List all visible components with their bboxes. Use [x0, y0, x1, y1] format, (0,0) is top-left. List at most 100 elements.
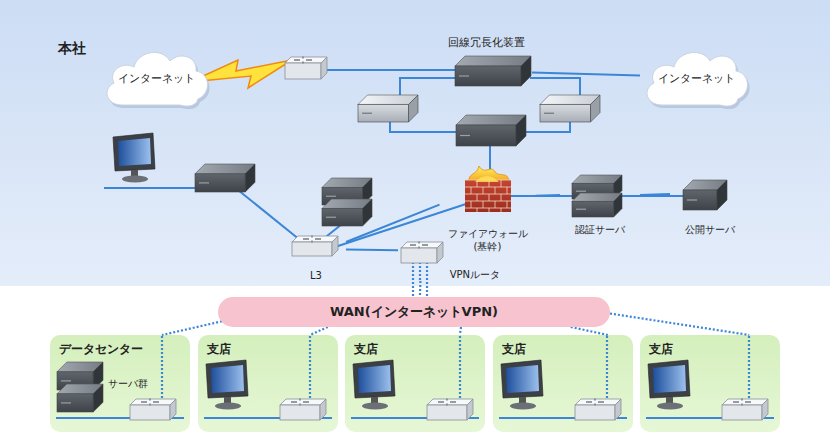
server-box: [516, 115, 526, 146]
pc-monitor: [118, 138, 151, 166]
router-icon: [427, 399, 473, 405]
router-icon: [280, 399, 326, 405]
server-box: [326, 196, 336, 197]
firewall-icon: [475, 176, 499, 182]
router-icon: [437, 242, 443, 263]
firewall-icon: [507, 187, 508, 194]
pc-monitor: [506, 365, 539, 393]
router-icon: [741, 399, 743, 401]
pc-monitor: [206, 360, 248, 398]
server-box: [455, 66, 521, 86]
network-device: [591, 95, 600, 122]
network-device: [362, 113, 372, 114]
router-icon: [153, 401, 159, 403]
router-icon: [575, 399, 621, 421]
server-box: [456, 115, 526, 125]
server-box: [363, 199, 372, 226]
network-node: 支店: [640, 335, 780, 432]
node-label: VPNルータ: [450, 269, 500, 282]
node-label: 支店: [502, 342, 526, 357]
router-icon: [292, 236, 338, 242]
router-icon: [422, 244, 428, 246]
node-label: インターネット: [658, 72, 735, 86]
router-icon: [311, 236, 313, 238]
network-device: [358, 95, 418, 122]
router-icon: [299, 399, 301, 401]
server-box: [614, 193, 622, 217]
pc-monitor: [648, 360, 690, 410]
vpn-line: [426, 262, 428, 298]
server-box: [322, 208, 363, 226]
server-box: [576, 209, 586, 210]
router-icon: [291, 401, 297, 403]
lan-wire: [325, 69, 456, 71]
network-node: L3: [286, 232, 346, 282]
firewall-icon: [465, 187, 511, 188]
pc-monitor: [113, 133, 155, 183]
router-icon: [149, 404, 151, 406]
network-device: [540, 95, 600, 122]
server-box: [326, 217, 336, 218]
router-icon: [733, 401, 739, 403]
router-icon: [418, 247, 420, 249]
pc-monitor: [353, 360, 395, 398]
network-node: 支店: [198, 335, 338, 432]
pc-monitor: [501, 360, 543, 410]
pc-monitor: [215, 403, 241, 410]
router-icon: [594, 404, 596, 406]
router-icon: [594, 399, 596, 401]
router-icon: [401, 242, 443, 248]
site-panel-ground: [493, 335, 633, 432]
firewall-icon: [471, 201, 472, 208]
router-icon: [130, 405, 170, 420]
pc-monitor: [510, 403, 536, 410]
server-box: [93, 384, 103, 412]
router-icon: [280, 399, 326, 421]
network-node: 本社インターネット回線冗長化装置インターネットファイアウォール (基幹)認証サー…: [0, 0, 830, 286]
router-icon: [446, 399, 448, 401]
router-icon: [467, 399, 473, 420]
pc-monitor: [648, 360, 690, 398]
network-node: 公開サーバ: [670, 176, 750, 236]
firewall-icon: [465, 180, 511, 212]
router-icon: [586, 401, 592, 403]
server-box: [195, 164, 255, 192]
pc-monitor: [113, 133, 155, 171]
pc-monitor: [653, 365, 686, 393]
lan-link: [346, 205, 440, 242]
server-box: [572, 193, 622, 217]
router-icon: [321, 57, 327, 79]
router-icon: [302, 62, 304, 64]
firewall-icon: [465, 201, 511, 202]
router-icon: [320, 399, 326, 420]
firewall-icon: [501, 194, 502, 201]
network-node: 認証サーバ: [560, 170, 640, 236]
server-box: [687, 199, 697, 200]
router-icon: [292, 236, 338, 257]
router-icon: [401, 242, 443, 264]
router-icon: [303, 238, 309, 240]
router-icon: [170, 399, 176, 420]
router-icon: [575, 399, 621, 405]
server-box: [195, 164, 255, 174]
router-icon: [401, 248, 437, 263]
router-icon: [410, 244, 416, 246]
vpn-link: [162, 320, 230, 336]
cloud-node: インターネット: [100, 45, 212, 113]
server-box: [460, 135, 470, 136]
server-box: [195, 174, 245, 192]
router-icon: [332, 236, 338, 256]
firewall-icon: [489, 194, 490, 201]
server-box: [683, 190, 717, 210]
router-icon: [311, 241, 313, 243]
router-icon: [722, 405, 762, 420]
server-box: [57, 384, 103, 412]
router-icon: [285, 57, 327, 80]
lan-link: [532, 72, 640, 75]
router-icon: [722, 399, 768, 421]
network-node: 回線冗長化装置: [440, 36, 532, 88]
node-label: 支店: [354, 342, 378, 357]
router-icon: [446, 404, 448, 406]
server-box: [717, 180, 727, 210]
